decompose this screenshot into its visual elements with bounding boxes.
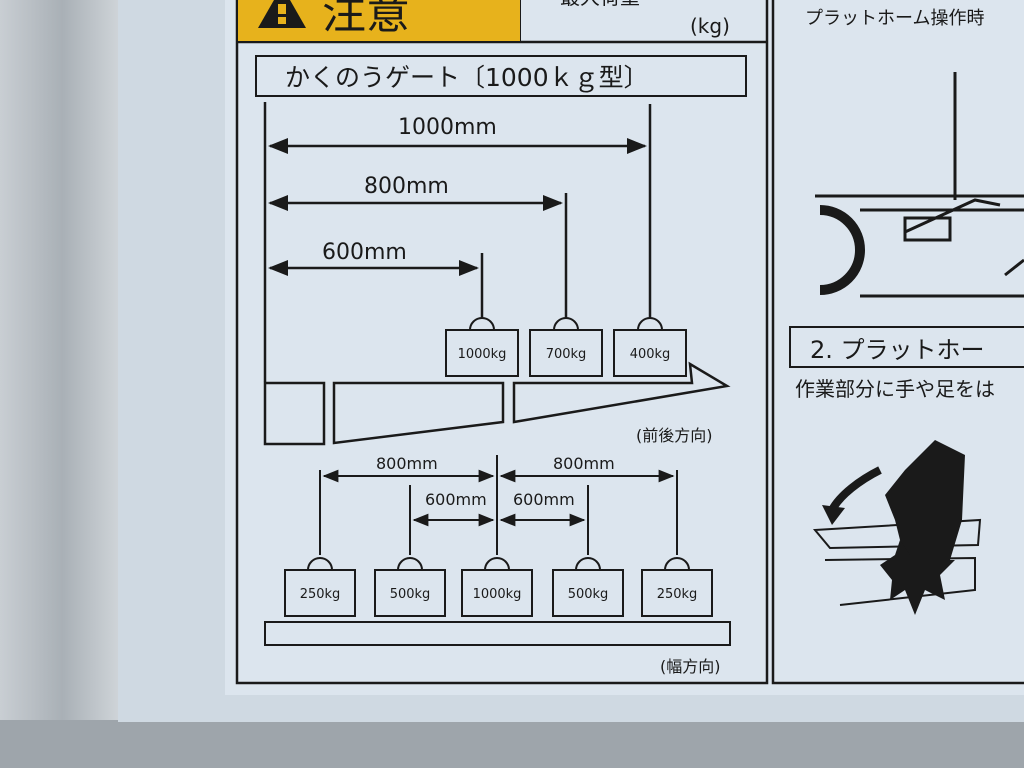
column-title: 最大荷重 [560, 0, 640, 9]
distance-1000: 1000mm [398, 115, 497, 140]
width-distance-right-600: 600mm [513, 490, 575, 509]
column-unit: (kg) [690, 14, 730, 38]
metal-frame-bottom [0, 720, 1024, 768]
front-back-weight-0: 1000kg [445, 317, 519, 377]
width-weight-4: 250kg [641, 557, 713, 617]
hand-pinch-warning-icon [812, 440, 982, 615]
right-panel [771, 0, 1024, 685]
distance-600: 600mm [322, 240, 407, 265]
metal-frame-left [0, 0, 125, 768]
width-weight-3: 500kg [552, 557, 624, 617]
weight-knob [469, 317, 495, 331]
step-title-box [789, 326, 1024, 368]
weight-knob [664, 557, 690, 571]
section-title-box [255, 55, 747, 97]
width-weight-0: 250kg [284, 557, 356, 617]
distance-800: 800mm [364, 174, 449, 199]
weight-box [613, 329, 687, 377]
step-title: 2. プラットホー [810, 336, 985, 364]
weight-knob [484, 557, 510, 571]
truck-gate-illustration [815, 72, 1024, 298]
weight-label: 250kg [300, 587, 341, 602]
section-title: かくのうゲート〔1000ｋｇ型〕 [285, 63, 649, 92]
width-distance-left-600: 600mm [425, 490, 487, 509]
weight-box [374, 569, 446, 617]
weight-knob [637, 317, 663, 331]
instruction-text: 作業部分に手や足をは [795, 377, 995, 401]
front-back-weight-1: 700kg [529, 317, 603, 377]
front-back-weights: 1000kg 700kg 400kg [445, 317, 687, 377]
weight-label: 500kg [568, 587, 609, 602]
weight-box [641, 569, 713, 617]
right-caption: プラットホーム操作時 [805, 8, 984, 29]
weight-label: 400kg [630, 347, 671, 362]
weight-knob [575, 557, 601, 571]
width-diagram [264, 455, 731, 646]
front-back-diagram [263, 102, 731, 446]
weight-label: 1000kg [458, 347, 507, 362]
weight-box [445, 329, 519, 377]
width-weight-2: 1000kg [461, 557, 533, 617]
left-panel [235, 0, 769, 685]
weight-knob [397, 557, 423, 571]
width-direction-label: (幅方向) [660, 657, 721, 676]
weight-label: 250kg [657, 587, 698, 602]
weight-label: 700kg [546, 347, 587, 362]
weight-box [284, 569, 356, 617]
warning-title: 注意 [322, 0, 410, 39]
weight-label: 500kg [390, 587, 431, 602]
weight-knob [307, 557, 333, 571]
weight-box [529, 329, 603, 377]
front-back-direction-label: (前後方向) [636, 426, 713, 445]
width-distance-left-800: 800mm [376, 454, 438, 473]
weight-label: 1000kg [473, 587, 522, 602]
width-distance-right-800: 800mm [553, 454, 615, 473]
front-back-weight-2: 400kg [613, 317, 687, 377]
width-weight-1: 500kg [374, 557, 446, 617]
width-weights: 250kg 500kg 1000kg 500kg 250kg [284, 557, 713, 617]
weight-box [461, 569, 533, 617]
warning-triangle-icon [258, 0, 306, 28]
weight-knob [553, 317, 579, 331]
weight-box [552, 569, 624, 617]
